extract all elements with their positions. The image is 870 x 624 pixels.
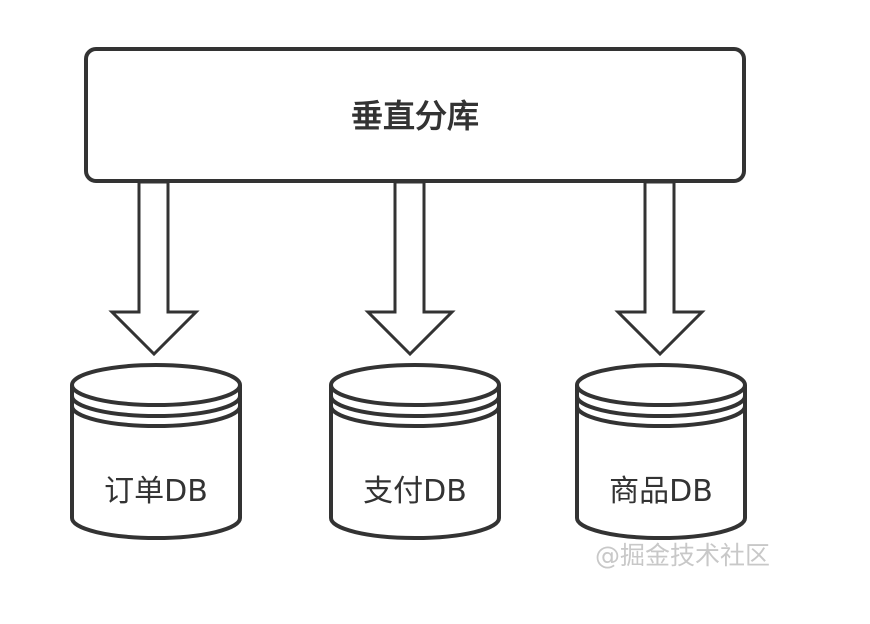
- db-payment: 支付DB: [329, 363, 501, 540]
- arrow-down-icon: [108, 180, 200, 357]
- arrow-product: [614, 180, 706, 357]
- arrow-order: [108, 180, 200, 357]
- db-order: 订单DB: [70, 363, 242, 540]
- database-icon: [575, 363, 747, 540]
- db-label: 支付DB: [363, 474, 467, 509]
- watermark: @掘金技术社区: [595, 541, 770, 570]
- database-icon: [329, 363, 501, 540]
- arrow-down-icon: [614, 180, 706, 357]
- arrow-payment: [364, 180, 456, 357]
- database-icon: [70, 363, 242, 540]
- sharding-box: 垂直分库: [84, 47, 746, 183]
- sharding-title: 垂直分库: [351, 97, 479, 135]
- db-label: 订单DB: [104, 474, 208, 509]
- db-product: 商品DB: [575, 363, 747, 540]
- db-label: 商品DB: [609, 474, 713, 509]
- arrow-down-icon: [364, 180, 456, 357]
